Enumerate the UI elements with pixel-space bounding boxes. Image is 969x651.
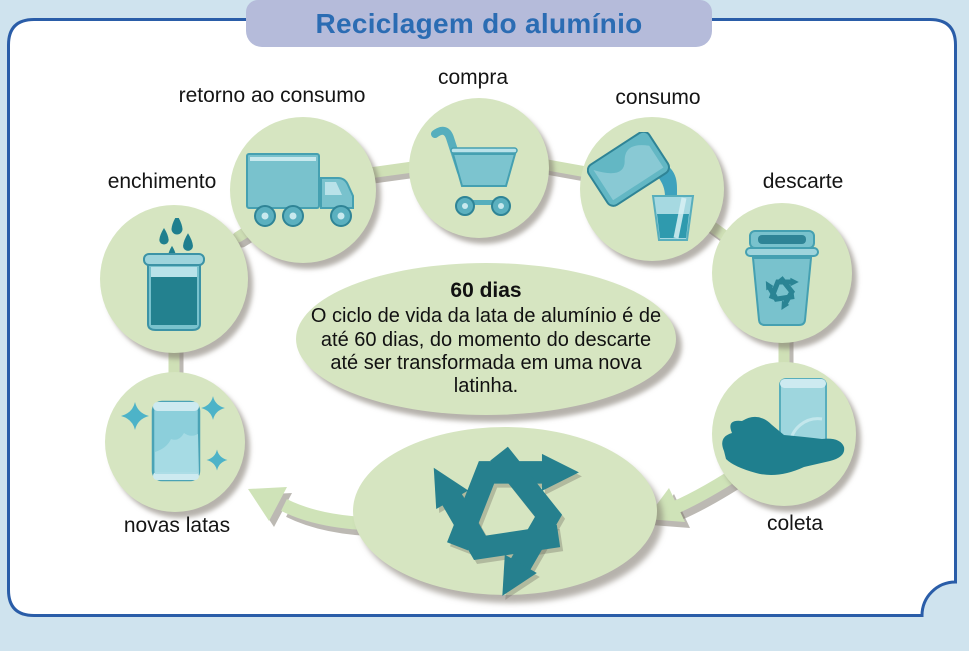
step-circle-descarte bbox=[712, 203, 852, 343]
label-enchimento: enchimento bbox=[107, 170, 217, 193]
recycle-bin-icon bbox=[745, 230, 819, 326]
step-circle-retorno-ao-consumo bbox=[230, 117, 376, 263]
delivery-truck-icon bbox=[246, 153, 354, 227]
label-compra: compra bbox=[437, 66, 509, 89]
label-retorno-ao-consumo: retorno ao consumo bbox=[178, 84, 366, 107]
label-descarte: descarte bbox=[762, 170, 844, 193]
step-circle-compra bbox=[409, 98, 549, 238]
title-banner: Reciclagem do alumínio bbox=[246, 0, 712, 47]
page-title: Reciclagem do alumínio bbox=[315, 7, 643, 39]
step-circle-novas-latas bbox=[105, 372, 245, 512]
step-circle-enchimento bbox=[100, 205, 248, 353]
step-circle-coleta bbox=[712, 362, 856, 506]
hand-holding-can-icon bbox=[722, 378, 845, 475]
step-circle-consumo bbox=[580, 117, 724, 261]
note-heading: 60 dias bbox=[450, 279, 522, 303]
shopping-cart-icon bbox=[431, 126, 518, 216]
label-coleta: coleta bbox=[766, 512, 824, 535]
cycle-note: 60 dias O ciclo de vida da lata de alumí… bbox=[296, 263, 676, 415]
label-novas-latas: novas latas bbox=[123, 514, 231, 537]
pouring-drink-icon bbox=[587, 131, 695, 241]
label-consumo: consumo bbox=[615, 86, 701, 109]
new-can-icon bbox=[121, 396, 228, 482]
note-body: O ciclo de vida da lata de alumínio é de… bbox=[310, 305, 662, 398]
filling-can-icon bbox=[143, 218, 205, 331]
